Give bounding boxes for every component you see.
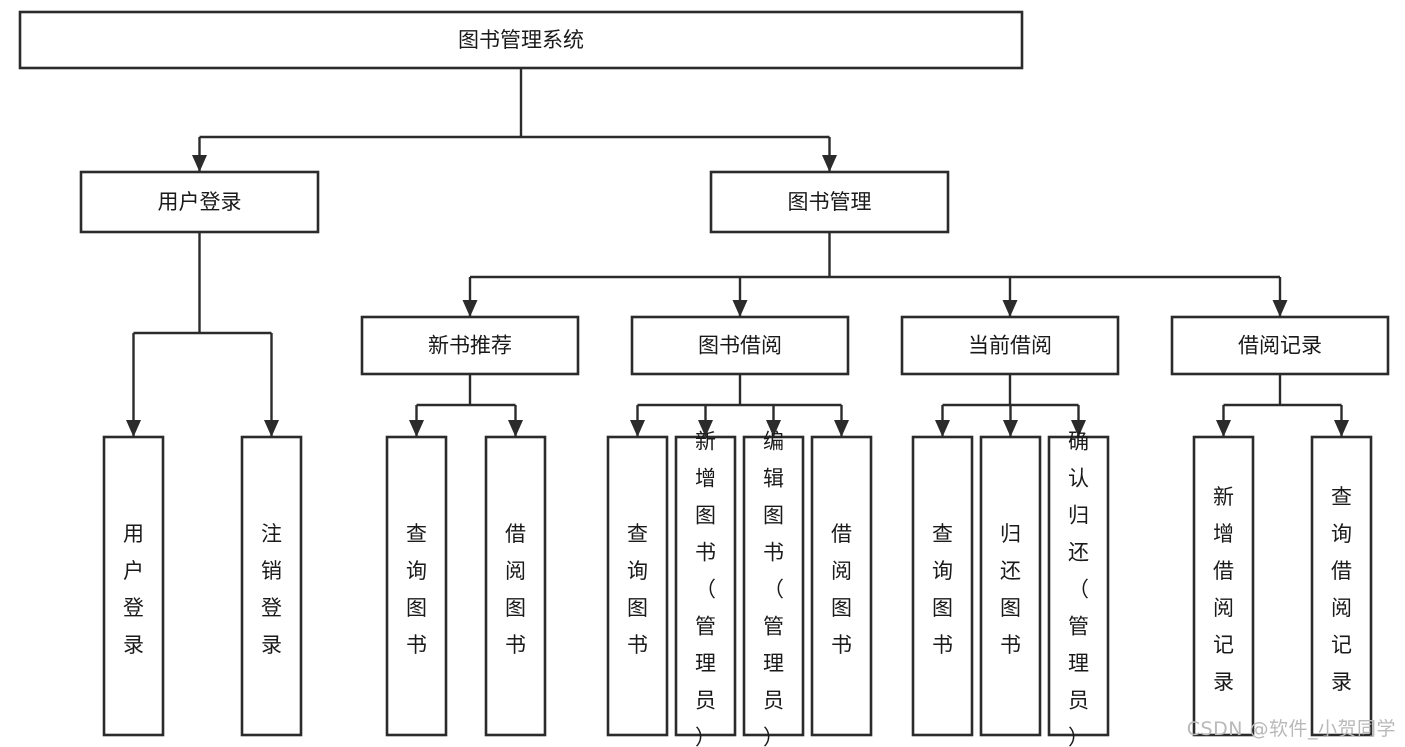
node-book-management[interactable]: 图书管理	[709, 170, 950, 234]
leaf-node-1[interactable]: 注销登录	[240, 435, 303, 737]
leaf-node-2-label: 查询图书	[406, 522, 427, 657]
user-login-branch-arrow-1	[264, 420, 279, 437]
book-mgmt-branch-arrow-3	[1272, 300, 1288, 317]
node-current-borrow[interactable]: 当前借阅	[900, 315, 1120, 376]
new-book-branch-arrow-1	[508, 420, 523, 437]
current-branch-arrow-1	[1003, 420, 1018, 437]
leaf-node-3-label: 借阅图书	[505, 522, 526, 657]
leaf-node-11-box[interactable]	[1192, 435, 1255, 737]
book-mgmt-branch-arrow-2	[1002, 300, 1018, 317]
current-branch-arrow-0	[935, 420, 950, 437]
user-login-branch-arrow-0	[126, 420, 141, 437]
leaf-node-0-label: 用户登录	[123, 522, 144, 657]
record-branch-arrow-1	[1334, 420, 1349, 437]
leaf-node-12-box[interactable]	[1310, 435, 1373, 737]
leaf-node-4-box[interactable]	[606, 435, 669, 737]
borrow-branch-arrow-1	[698, 420, 713, 437]
leaf-node-7-label: 借阅图书	[831, 522, 852, 657]
leaf-node-2[interactable]: 查询图书	[385, 435, 448, 737]
leaf-node-9-box[interactable]	[979, 435, 1042, 737]
leaf-node-9[interactable]: 归还图书	[979, 435, 1042, 737]
leaf-node-4[interactable]: 查询图书	[606, 435, 669, 737]
node-book-borrow-label: 图书借阅	[698, 334, 782, 358]
leaf-node-1-box[interactable]	[240, 435, 303, 737]
leaf-node-8-box[interactable]	[911, 435, 974, 737]
node-book-borrow-box[interactable]	[630, 315, 850, 376]
leaf-node-12[interactable]: 查询借阅记录	[1310, 435, 1373, 737]
node-borrow-record[interactable]: 借阅记录	[1170, 315, 1390, 376]
node-new-book-recommend[interactable]: 新书推荐	[360, 315, 580, 376]
borrow-branch-arrow-3	[834, 420, 849, 437]
root-node-system[interactable]: 图书管理系统	[18, 10, 1024, 70]
leaf-node-0-box[interactable]	[102, 435, 165, 737]
leaf-node-3-box[interactable]	[484, 435, 547, 737]
node-borrow-record-box[interactable]	[1170, 315, 1390, 376]
leaf-node-6-label: 编辑图书（管理员）	[763, 429, 784, 747]
leaf-node-5-box[interactable]	[674, 435, 737, 737]
node-user-login-label: 用户登录	[158, 190, 242, 214]
leaf-node-1-label: 注销登录	[261, 522, 282, 657]
leaf-node-11-label: 新增借阅记录	[1213, 485, 1234, 694]
book-mgmt-branch-arrow-1	[732, 300, 748, 317]
leaf-node-7-box[interactable]	[810, 435, 873, 737]
leaf-node-4-label: 查询图书	[627, 522, 648, 657]
node-user-login-box[interactable]	[79, 170, 320, 234]
node-layer: 图书管理系统用户登录图书管理新书推荐图书借阅当前借阅借阅记录用户登录注销登录查询…	[18, 10, 1390, 747]
node-book-management-box[interactable]	[709, 170, 950, 234]
root-branch-arrow-1	[822, 155, 837, 172]
node-new-book-recommend-box[interactable]	[360, 315, 580, 376]
root-node-system-box[interactable]	[18, 10, 1024, 70]
leaf-node-7[interactable]: 借阅图书	[810, 435, 873, 737]
book-mgmt-branch-arrow-0	[462, 300, 478, 317]
node-user-login[interactable]: 用户登录	[79, 170, 320, 234]
csdn-watermark: CSDN @软件_小贺同学	[1186, 718, 1396, 740]
leaf-node-3[interactable]: 借阅图书	[484, 435, 547, 737]
borrow-branch-arrow-2	[766, 420, 781, 437]
node-book-borrow[interactable]: 图书借阅	[630, 315, 850, 376]
leaf-node-5[interactable]: 新增图书（管理员）	[674, 429, 737, 747]
current-branch-arrow-2	[1071, 420, 1086, 437]
leaf-node-8[interactable]: 查询图书	[911, 435, 974, 737]
leaf-node-8-label: 查询图书	[932, 522, 953, 657]
leaf-node-9-label: 归还图书	[1000, 522, 1021, 657]
leaf-node-10-box[interactable]	[1047, 435, 1110, 737]
leaf-node-10-label: 确认归还（管理员）	[1068, 429, 1089, 747]
node-new-book-recommend-label: 新书推荐	[428, 334, 512, 358]
leaf-node-6-box[interactable]	[742, 435, 805, 737]
record-branch-arrow-0	[1216, 420, 1231, 437]
node-current-borrow-label: 当前借阅	[968, 334, 1052, 358]
new-book-branch-arrow-0	[409, 420, 424, 437]
leaf-node-12-label: 查询借阅记录	[1331, 485, 1352, 694]
node-borrow-record-label: 借阅记录	[1238, 334, 1322, 358]
borrow-branch-arrow-0	[630, 420, 645, 437]
leaf-node-10[interactable]: 确认归还（管理员）	[1047, 429, 1110, 747]
node-book-management-label: 图书管理	[788, 190, 872, 214]
connector-layer	[126, 68, 1349, 437]
leaf-node-11[interactable]: 新增借阅记录	[1192, 435, 1255, 737]
leaf-node-2-box[interactable]	[385, 435, 448, 737]
root-branch-arrow-0	[192, 155, 207, 172]
node-current-borrow-box[interactable]	[900, 315, 1120, 376]
leaf-node-6[interactable]: 编辑图书（管理员）	[742, 429, 805, 747]
leaf-node-0[interactable]: 用户登录	[102, 435, 165, 737]
leaf-node-5-label: 新增图书（管理员）	[695, 429, 716, 747]
root-node-system-label: 图书管理系统	[458, 28, 584, 52]
